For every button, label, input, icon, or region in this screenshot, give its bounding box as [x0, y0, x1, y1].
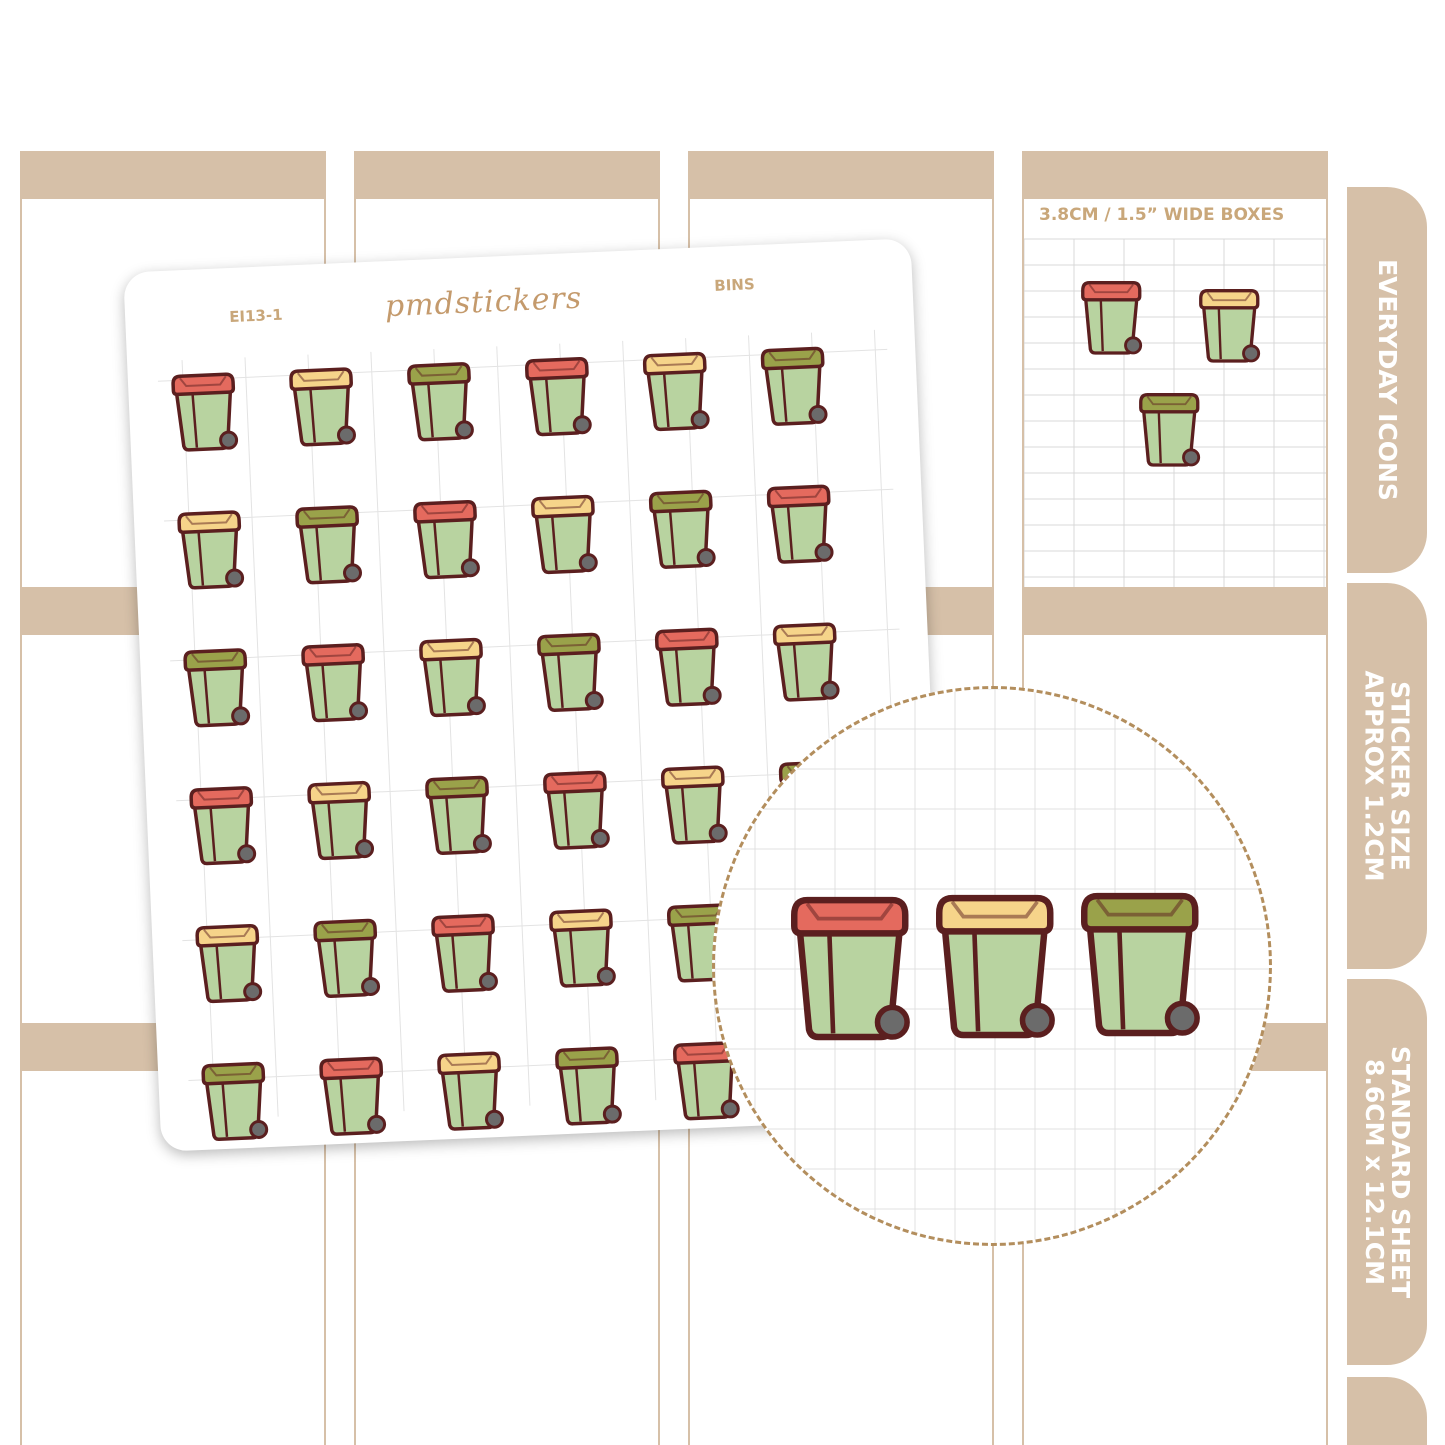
trash-bin-icon	[189, 786, 257, 866]
zoom-grid	[715, 689, 1269, 1243]
tab-everyday-icons-label: EVERYDAY ICONS	[1373, 259, 1402, 501]
tab-standard-sheet[interactable]: STANDARD SHEET 8.6CM x 12.1CM	[1347, 979, 1427, 1365]
trash-bin-icon	[537, 632, 604, 712]
trash-bin-icon	[549, 908, 616, 988]
trash-bin-icon	[425, 775, 492, 855]
trash-bin-icon	[543, 770, 610, 850]
trash-bin-icon	[177, 510, 245, 590]
trash-bin-icon	[313, 918, 381, 998]
wide-box-sample-bins	[1081, 281, 1261, 467]
trash-bin-icon	[419, 637, 486, 718]
trash-bin-icon	[295, 505, 362, 585]
wide-boxes-label: 3.8CM / 1.5” WIDE BOXES	[1039, 205, 1285, 225]
trash-bin-icon	[648, 489, 716, 569]
trash-bin-icon	[201, 1061, 269, 1141]
trash-bin-icon	[413, 500, 480, 580]
trash-bin-icon	[437, 1051, 504, 1131]
trash-bin-icon	[1081, 892, 1200, 1037]
trash-bin-icon	[407, 362, 474, 442]
tab-everyday-icons[interactable]: EVERYDAY ICONS	[1347, 187, 1427, 573]
sheet-title: BINS	[713, 275, 756, 295]
trash-bin-icon	[1139, 393, 1201, 467]
planner-header-band	[1024, 151, 1326, 199]
planner-header-band	[1024, 587, 1326, 635]
trash-bin-icon	[766, 484, 834, 564]
zoom-magnifier	[712, 686, 1272, 1246]
tab-standard-sheet-label: STANDARD SHEET 8.6CM x 12.1CM	[1360, 1045, 1415, 1299]
trash-bin-icon	[289, 367, 356, 447]
planner-header-band	[356, 151, 658, 199]
trash-bin-icon	[673, 1041, 740, 1121]
trash-bin-icon	[936, 894, 1055, 1039]
trash-bin-icon	[660, 765, 728, 845]
trash-bin-icon	[431, 913, 498, 993]
trash-bin-icon	[772, 622, 840, 702]
sheet-code: EI13-1	[228, 305, 283, 327]
tab-blank[interactable]	[1347, 1377, 1427, 1445]
trash-bin-icon	[1199, 289, 1261, 363]
trash-bin-icon	[301, 643, 369, 723]
trash-bin-icon	[171, 372, 239, 452]
planner-header-band	[690, 151, 992, 199]
tab-sticker-size-label: STICKER SIZE APPROX 1.2CM	[1360, 670, 1416, 882]
planner-header-band	[22, 151, 324, 199]
trash-bin-icon	[319, 1056, 387, 1136]
trash-bin-icon	[555, 1046, 622, 1126]
trash-bin-icon	[654, 627, 722, 707]
trash-bin-icon	[195, 923, 263, 1004]
trash-bin-icon	[531, 494, 598, 575]
trash-bin-icon	[791, 896, 910, 1041]
trash-bin-icon	[760, 346, 828, 426]
trash-bin-icon	[642, 351, 710, 432]
trash-bin-icon	[183, 648, 251, 728]
trash-bin-icon	[1081, 281, 1143, 355]
tab-sticker-size[interactable]: STICKER SIZE APPROX 1.2CM	[1347, 583, 1427, 969]
trash-bin-icon	[307, 780, 375, 861]
trash-bin-icon	[525, 357, 592, 437]
